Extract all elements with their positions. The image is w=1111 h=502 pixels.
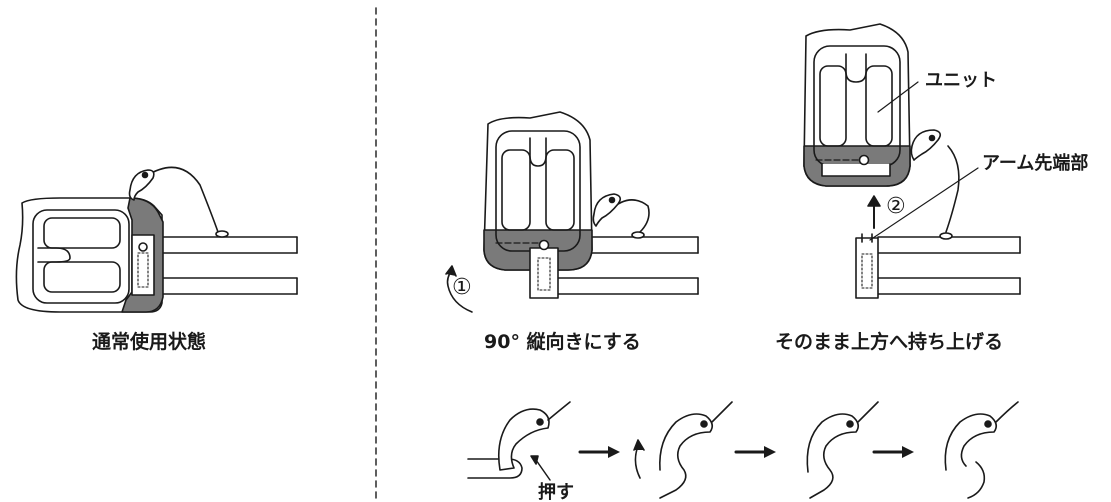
- caption-rotate-90: 90° 縦向きにする: [484, 331, 641, 353]
- unit-body: [15, 197, 164, 313]
- arm-clip: [131, 234, 155, 296]
- cord-with-hook: [592, 193, 650, 239]
- unit-body: [803, 23, 911, 187]
- hook-release-sequence: [467, 401, 1019, 499]
- cord-with-hook: [128, 166, 229, 238]
- rotate-arrow: [445, 265, 473, 313]
- hook-stage-3: [806, 401, 879, 499]
- hook-stage-4: [944, 401, 1019, 499]
- callout-unit: ユニット: [925, 70, 997, 91]
- lift-illustration: [803, 23, 1021, 299]
- cord-with-hook: [910, 129, 960, 240]
- arm-clip: [529, 239, 559, 299]
- caption-normal-use: 通常使用状態: [92, 331, 207, 353]
- hook-stage-2: [633, 401, 733, 499]
- normal-use-illustration: [15, 166, 298, 313]
- rotate-illustration: [445, 111, 699, 313]
- leader-lines: [869, 81, 979, 241]
- hook-stage-1: [467, 401, 571, 481]
- callout-arm-tip: アーム先端部: [982, 153, 1089, 174]
- arm-clip: [855, 233, 879, 299]
- arm-rail: [877, 236, 1021, 295]
- step-1-marker: ①: [452, 275, 472, 300]
- unit-body: [483, 111, 593, 271]
- callout-push: 押す: [538, 482, 574, 502]
- arm-rail: [149, 236, 298, 295]
- lift-arrow: [867, 195, 881, 229]
- caption-lift-up: そのまま上方へ持ち上げる: [775, 331, 1004, 353]
- step-2-marker: ②: [886, 194, 906, 219]
